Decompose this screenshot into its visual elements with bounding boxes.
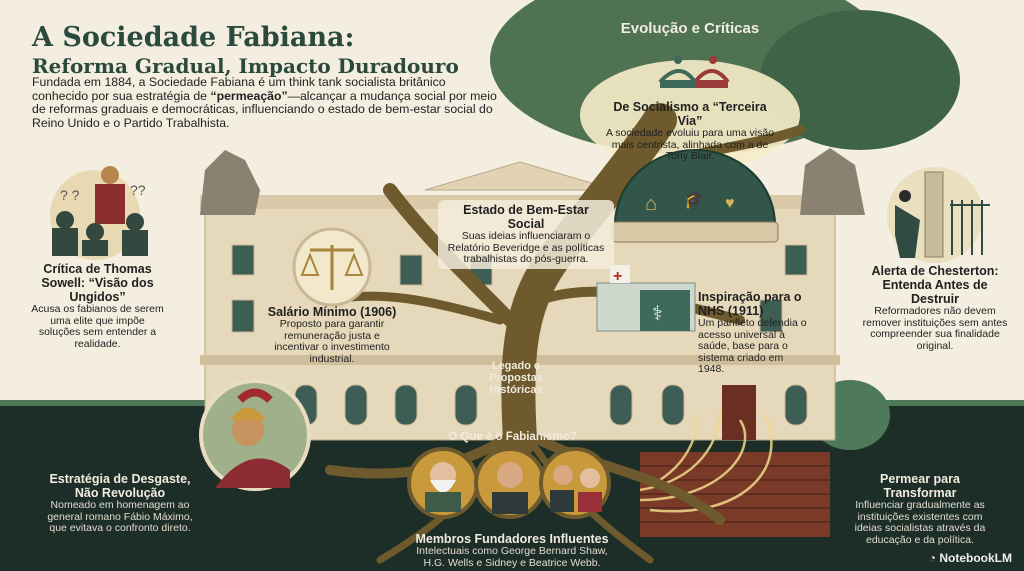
block-title: Alerta de Chesterton: Entenda Antes de D… <box>871 264 999 306</box>
founders-portraits <box>407 447 611 519</box>
svg-text:⌂: ⌂ <box>645 193 657 215</box>
svg-text:♥: ♥ <box>725 195 735 212</box>
trunk-label: Legado e Propostas Históricas <box>480 360 552 396</box>
block-text: Reformadores não devem remover instituiç… <box>862 305 1008 352</box>
block-title: Membros Fundadores Influentes <box>415 532 609 546</box>
block-text: A sociedade evoluiu para uma visão mais … <box>605 127 775 162</box>
sowell-block: Crítica de Thomas Sowell: “Visão dos Ung… <box>30 262 165 350</box>
canopy-heading: Evolução e Críticas <box>600 20 780 37</box>
block-text: Um panfleto defendia o acesso universal … <box>698 317 807 375</box>
intro-text-2: —alcançar a mudança social por meio de r… <box>32 88 497 130</box>
crowd-icon: ? ??? <box>50 166 148 260</box>
block-title: Permear para Transformar <box>880 472 960 500</box>
trunk-label-text: Legado e Propostas Históricas <box>489 360 543 396</box>
notebooklm-logo: ◔ NotebookLM <box>929 551 1012 565</box>
bridge-icon <box>658 56 730 88</box>
intro-bold: “permeação” <box>210 88 288 103</box>
title-line-2: Reforma Gradual, Impacto Duradouro <box>32 54 459 78</box>
svg-text:+: + <box>613 268 622 285</box>
svg-text:⚕: ⚕ <box>652 303 663 325</box>
roots-label: O Que é o Fabianismo? <box>440 430 585 444</box>
block-text: Influenciar gradualmente as instituições… <box>854 499 986 546</box>
scales-icon <box>292 227 372 307</box>
chesterton-block: Alerta de Chesterton: Entenda Antes de D… <box>860 264 1010 352</box>
intro-text-1: Fundada em 1884, a Sociedade Fabiana é u… <box>32 75 446 103</box>
block-title: Crítica de Thomas Sowell: “Visão dos Ung… <box>41 262 154 304</box>
block-title: Estratégia de Desgaste, Não Revolução <box>49 472 191 500</box>
svg-text:🎓: 🎓 <box>683 189 705 209</box>
block-title: De Socialismo a “Terceira Via” <box>613 100 767 128</box>
roots-label-text: O Que é o Fabianismo? <box>448 431 577 443</box>
fence-icon <box>887 167 990 263</box>
svg-text:??: ?? <box>130 182 146 198</box>
nhs-block: Inspiração para o NHS (1911)Um panfleto … <box>698 290 810 376</box>
block-text: Acusa os fabianos de serem uma elite que… <box>31 303 164 350</box>
block-text: Proposto para garantir remuneração justa… <box>274 318 390 365</box>
block-text: Nomeado em homenagem ao general romano F… <box>47 499 193 534</box>
page-title: A Sociedade Fabiana: Reforma Gradual, Im… <box>32 22 459 78</box>
intro-paragraph: Fundada em 1884, a Sociedade Fabiana é u… <box>32 75 502 130</box>
block-title: Estado de Bem-Estar Social <box>463 203 589 231</box>
terceira-via-block: De Socialismo a “Terceira Via”A sociedad… <box>605 100 775 163</box>
block-text: Suas ideias influenciaram o Relatório Be… <box>447 230 605 265</box>
notebooklm-icon: ◔ <box>928 551 940 565</box>
brand-label: NotebookLM <box>939 551 1012 565</box>
svg-text:? ?: ? ? <box>60 187 80 203</box>
canopy-heading-text: Evolução e Críticas <box>620 20 760 37</box>
block-title: Salário Mínimo (1906) <box>267 305 397 319</box>
block-text: Intelectuais como George Bernard Shaw, H… <box>416 545 608 569</box>
title-line-1: A Sociedade Fabiana: <box>32 22 355 53</box>
roman-general-portrait <box>199 379 311 491</box>
gargoyle-left <box>200 150 260 215</box>
wage-block: Salário Mínimo (1906)Proposto para garan… <box>262 305 402 365</box>
hospital-icon: + ⚕ <box>596 265 696 332</box>
block-title: Inspiração para o NHS (1911) <box>698 290 802 318</box>
gargoyle-right <box>800 148 865 215</box>
